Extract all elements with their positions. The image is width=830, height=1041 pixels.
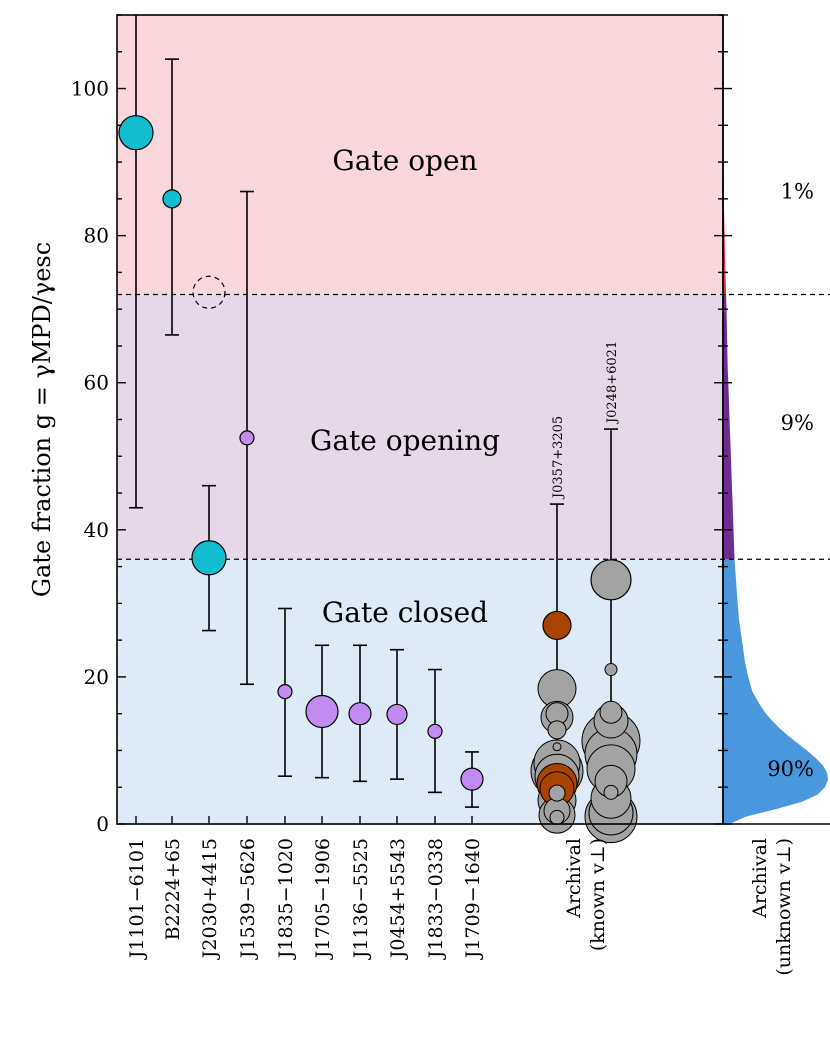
ytick-label-0: 0 — [96, 812, 109, 836]
ytick-label-80: 80 — [84, 224, 109, 248]
region-0 — [117, 15, 723, 295]
category-label-0: J1101−6101 — [126, 838, 148, 960]
pulsar-point-2 — [192, 275, 226, 309]
archival-named-point-0 — [542, 610, 572, 641]
category-label-5: J1705−1906 — [312, 838, 334, 960]
archival-known-a-point-12 — [548, 784, 566, 802]
pulsar-point-6 — [305, 694, 339, 729]
percentage-label-0: 1% — [781, 180, 814, 204]
archival-known-a-point-13 — [549, 809, 565, 825]
pulsar-point-0 — [118, 115, 154, 151]
archival-known-b-point-8 — [599, 700, 623, 724]
density-closed — [723, 559, 828, 824]
archival-known-a-point-11 — [547, 720, 567, 740]
archival-name-1: J0248+6021 — [605, 341, 620, 425]
archival-known-label-2: (known v⊥) — [587, 838, 609, 951]
archival-known-a-point-14 — [552, 742, 562, 752]
pulsar-point-7 — [348, 702, 372, 726]
category-label-4: J1835−1020 — [275, 838, 297, 960]
archival-named-point-1 — [590, 559, 632, 601]
category-label-2: J2030+4415 — [199, 838, 221, 960]
archival-known-label-1: Archival — [563, 838, 585, 919]
region-label-1: Gate opening — [310, 424, 500, 457]
pulsar-point-4 — [239, 430, 255, 446]
ytick-label-100: 100 — [71, 77, 109, 101]
category-label-1: B2224+65 — [162, 838, 184, 940]
pulsar-point-1 — [162, 189, 182, 209]
ytick-label-20: 20 — [84, 665, 109, 689]
pulsar-point-9 — [427, 723, 443, 739]
archival-unknown-label-1: Archival — [749, 838, 771, 919]
pulsar-point-10 — [460, 767, 484, 791]
category-label-9: J1709−1640 — [462, 838, 484, 960]
category-label-7: J0454+5543 — [387, 838, 409, 960]
archival-unknown-label-2: (unknown v⊥) — [773, 838, 795, 976]
density-opening — [723, 294, 735, 560]
pulsar-point-5 — [277, 684, 293, 700]
archival-name-0: J0357+3205 — [551, 416, 566, 500]
category-label-3: J1539−5626 — [237, 838, 259, 960]
ytick-label-40: 40 — [84, 518, 109, 542]
category-label-8: J1833−0338 — [425, 838, 447, 960]
region-label-2: Gate closed — [322, 596, 488, 629]
region-label-0: Gate open — [332, 144, 477, 177]
percentage-label-1: 9% — [781, 411, 814, 435]
percentage-label-2: 90% — [767, 757, 814, 781]
archival-known-b-point-9 — [603, 784, 619, 800]
y-axis-label: Gate fraction g = γMPD/γesc — [28, 242, 56, 597]
ytick-label-60: 60 — [84, 371, 109, 395]
pulsar-point-3 — [191, 540, 227, 576]
category-label-6: J1136−5525 — [350, 838, 372, 960]
archival-known-b-point-10 — [604, 663, 618, 677]
region-1 — [117, 294, 723, 560]
pulsar-point-8 — [386, 703, 408, 726]
